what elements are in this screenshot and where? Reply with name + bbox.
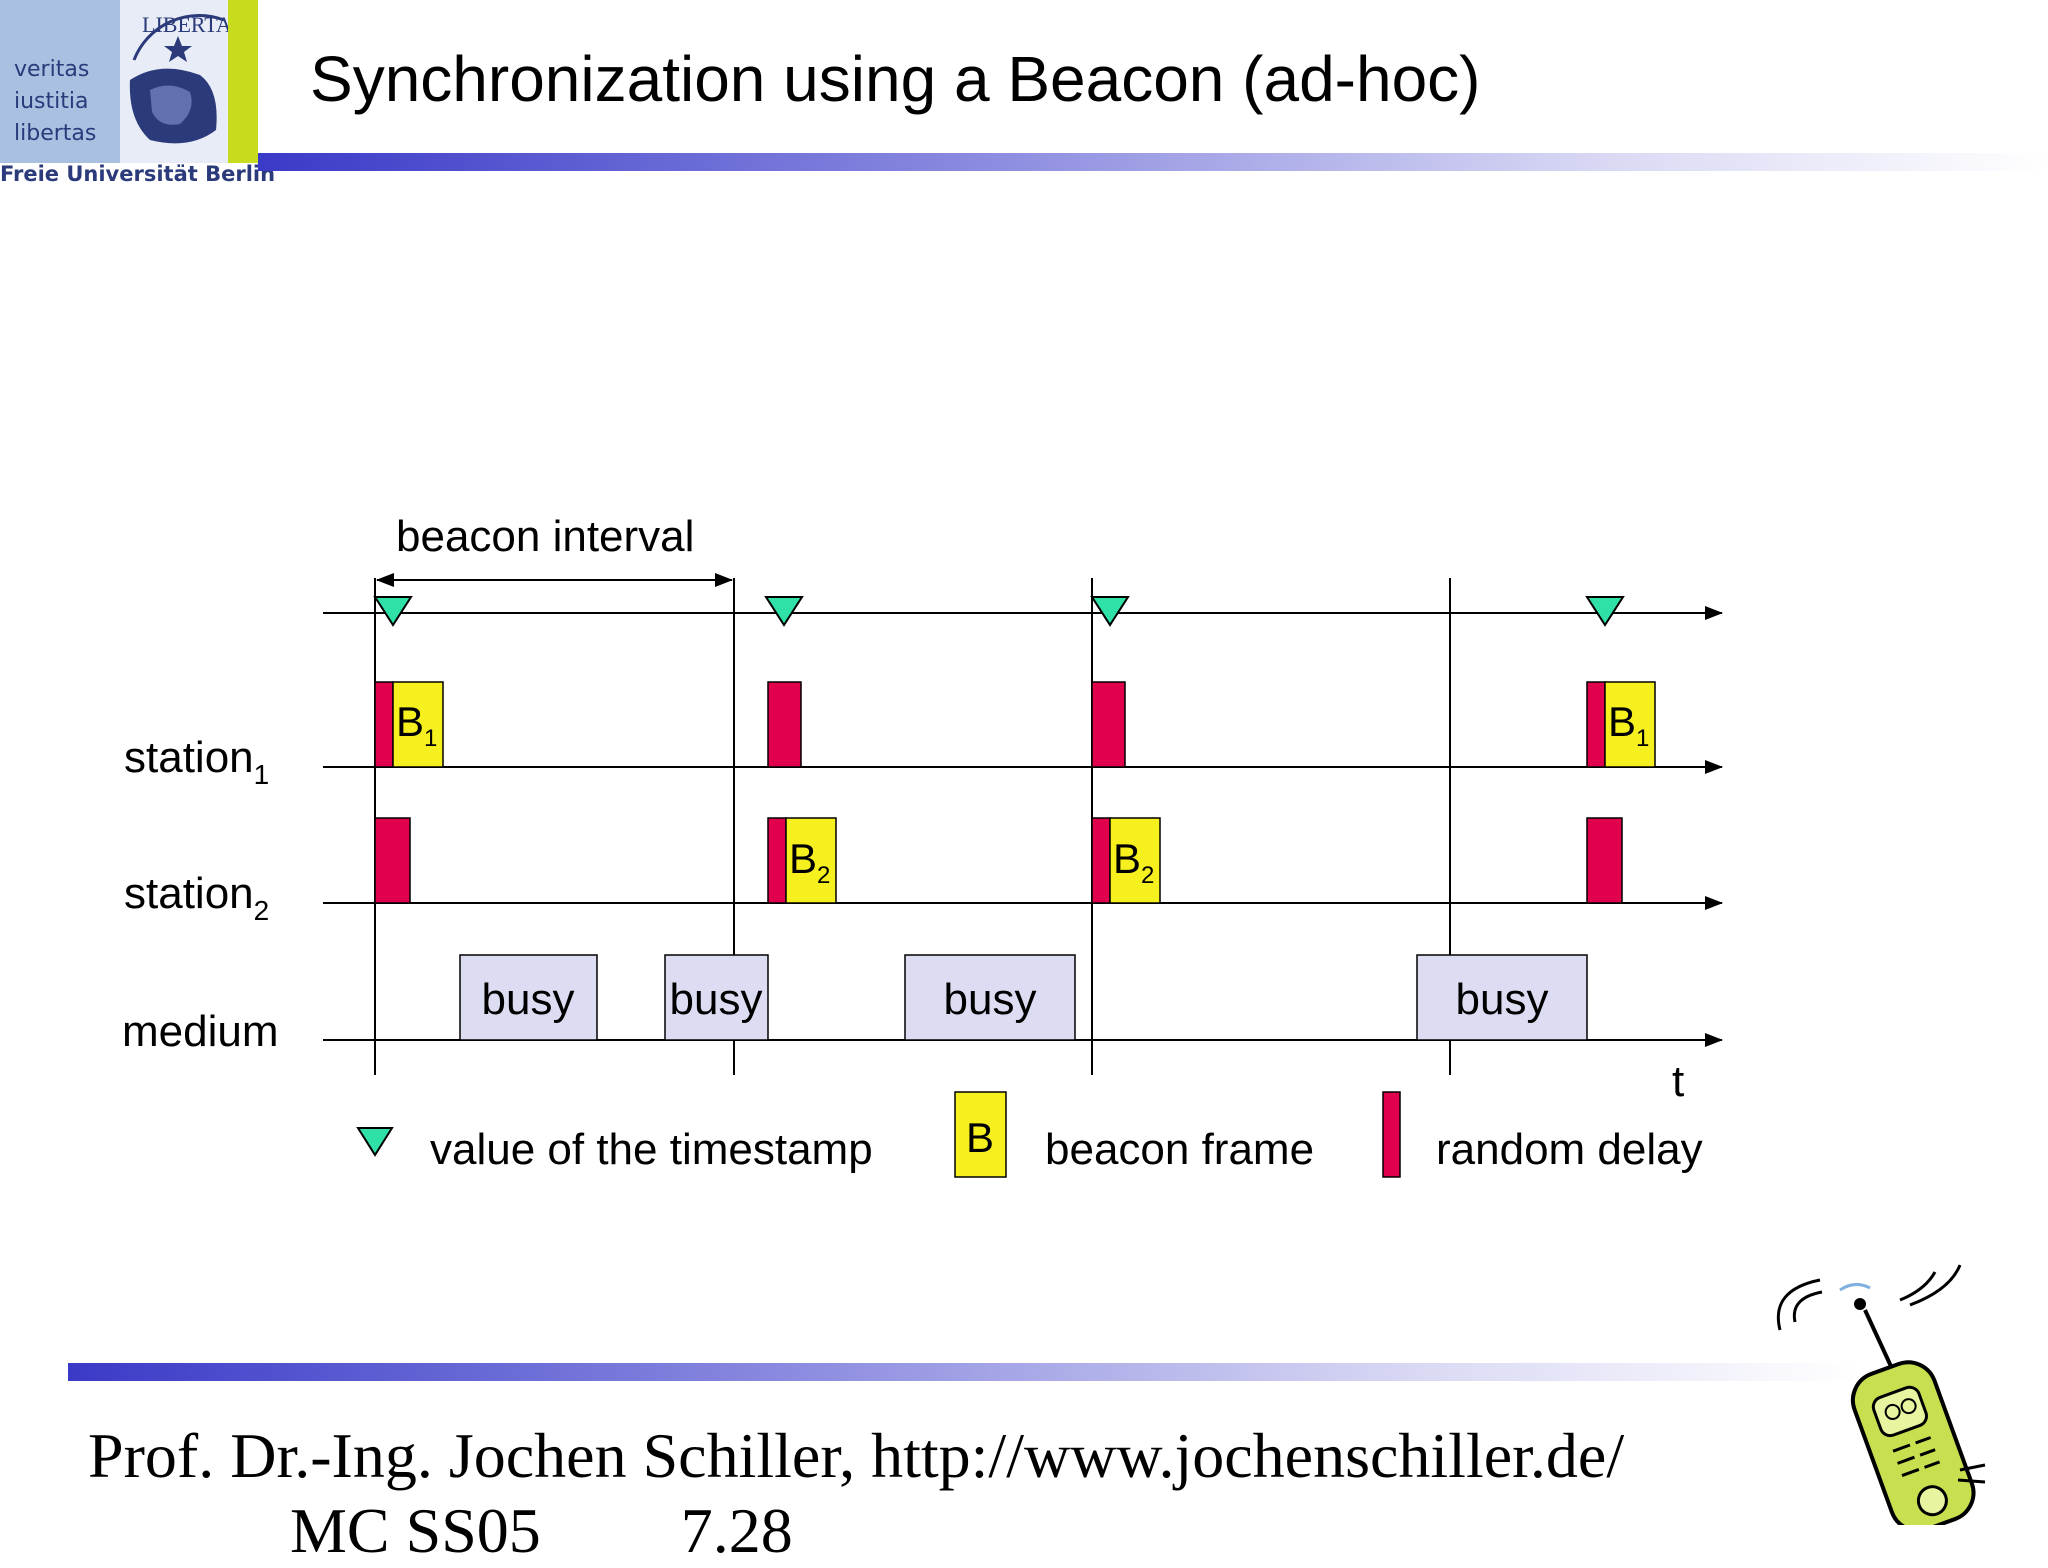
legend-delay-swatch (1382, 1091, 1401, 1178)
mobile-phone-icon (1776, 1264, 1986, 1525)
legend-beacon-swatch (954, 1091, 1007, 1178)
logo-motto: veritas iustitia libertas (14, 54, 96, 150)
footer-gradient-bar (68, 1363, 1858, 1381)
legend-timestamp-label: value of the timestamp (430, 1125, 873, 1174)
slide-title: Synchronization using a Beacon (ad-hoc) (310, 43, 1481, 115)
busy-label: busy (482, 975, 575, 1024)
busy-period (459, 954, 598, 1041)
seal-text: LIBERTAS (142, 12, 228, 37)
seal-icon: LIBERTAS (120, 0, 228, 163)
legend-delay-label: random delay (1436, 1125, 1703, 1174)
busy-period (1416, 954, 1588, 1041)
random-delay (374, 817, 411, 904)
busy-label: busy (670, 975, 763, 1024)
beacon-frame-label: B2 (1113, 835, 1154, 889)
beacon-frame (785, 817, 837, 904)
random-delay (767, 817, 787, 904)
timestamp-icon (764, 596, 804, 627)
beacon-frame-label: B2 (789, 835, 830, 889)
medium-label: medium (122, 1007, 279, 1056)
footer-course: MC SS05 (290, 1495, 541, 1566)
university-logo: LIBERTAS veritas iustitia libertas Freie… (0, 0, 275, 186)
busy-period (664, 954, 769, 1041)
footer-page: 7.28 (680, 1495, 793, 1566)
footer-course-line: MC SS05 7.28 (290, 1494, 933, 1568)
timestamp-icon (1585, 596, 1625, 627)
motto-line: veritas (14, 57, 90, 82)
beacon-frame-label: B1 (396, 698, 437, 752)
beacon-frame (1604, 681, 1656, 768)
timestamp-icon (1090, 596, 1130, 627)
motto-line: iustitia (14, 89, 89, 114)
university-name: Freie Universität Berlin (0, 162, 276, 186)
busy-period (904, 954, 1076, 1041)
random-delay (1586, 817, 1623, 904)
timestamp-icon (373, 596, 413, 627)
random-delay (374, 681, 394, 768)
time-axis-label: t (1672, 1057, 1684, 1106)
station2-label: station2 (124, 869, 269, 926)
beacon-frame (392, 681, 444, 768)
busy-label: busy (944, 975, 1037, 1024)
logo-accent-bar (228, 0, 258, 163)
legend-timestamp-icon (356, 1127, 394, 1157)
legend-beacon-symbol: B (966, 1114, 994, 1161)
motto-line: libertas (14, 121, 97, 146)
station1-label: station1 (124, 733, 269, 790)
busy-label: busy (1456, 975, 1549, 1024)
random-delay (1586, 681, 1606, 768)
beacon-frame (1109, 817, 1161, 904)
legend-beacon-label: beacon frame (1045, 1125, 1314, 1174)
beacon-interval-label: beacon interval (396, 512, 694, 561)
random-delay (1091, 817, 1111, 904)
random-delay (1091, 681, 1126, 768)
beacon-frame-label: B1 (1608, 698, 1649, 752)
footer-author: Prof. Dr.-Ing. Jochen Schiller, http://w… (88, 1420, 1625, 1491)
random-delay (767, 681, 802, 768)
header-gradient-bar (258, 153, 2048, 171)
beacon-sync-diagram: beacon interval station1 station2 medium… (122, 512, 1723, 1178)
